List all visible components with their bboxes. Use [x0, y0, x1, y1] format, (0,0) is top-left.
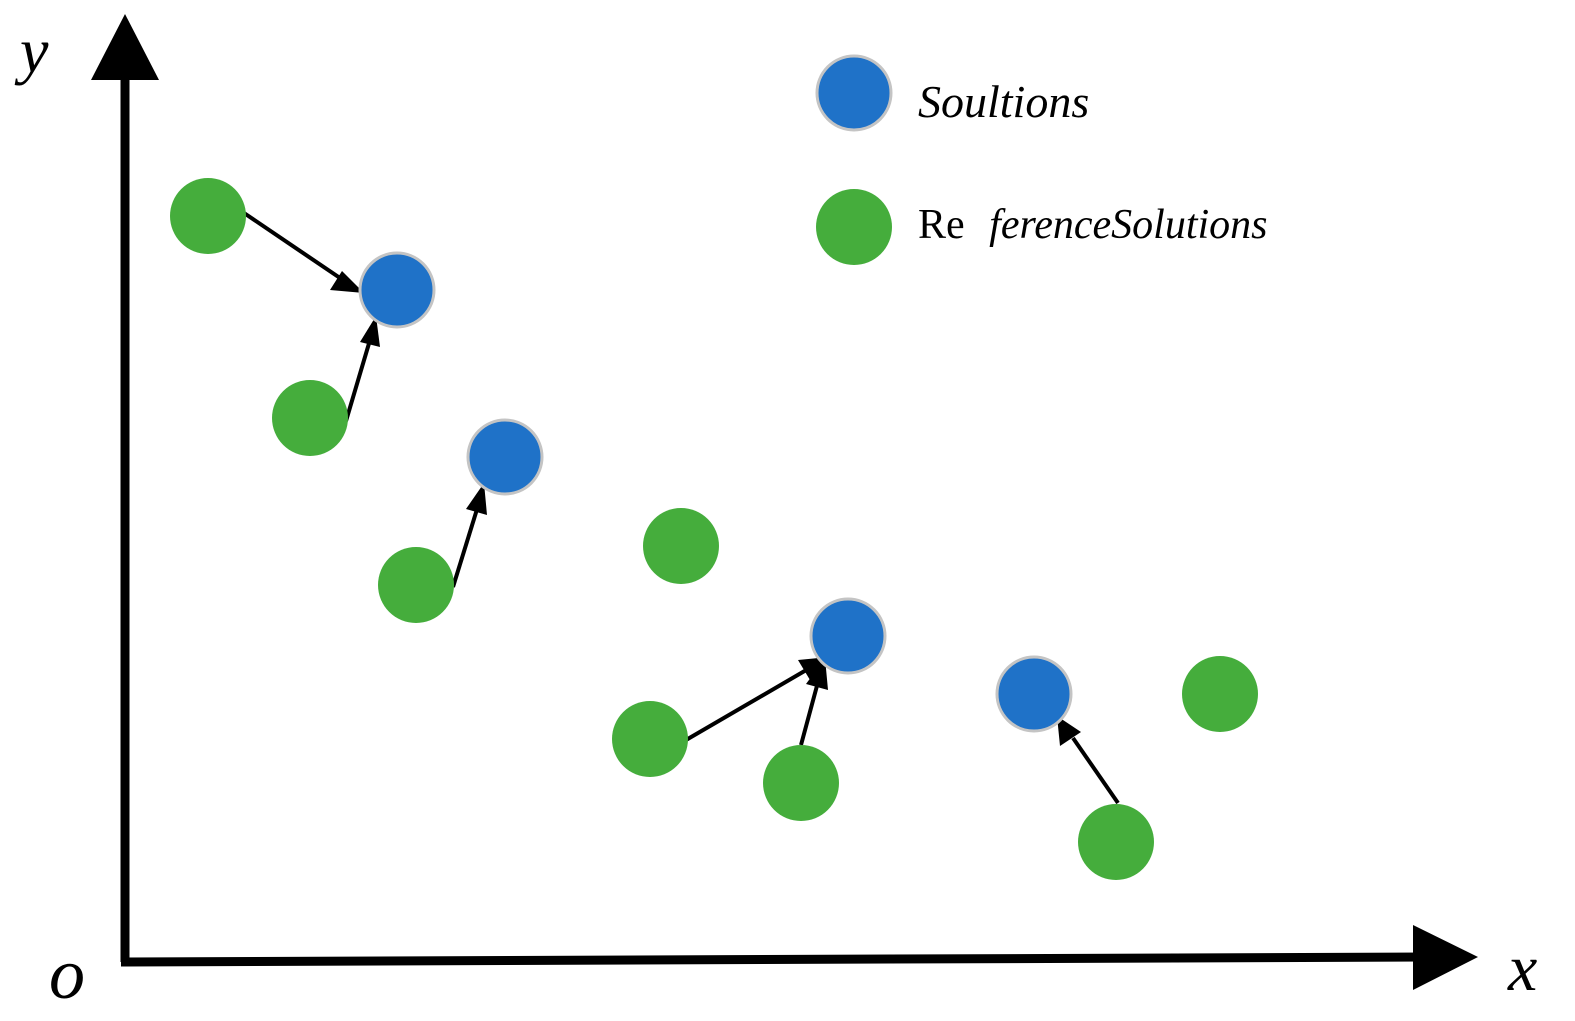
- legend-reference-swatch: [816, 189, 892, 265]
- reference-solution-point: [1078, 804, 1154, 880]
- x-axis-line: [120, 952, 1426, 967]
- arrow-ref3-to-sol2: [451, 483, 487, 588]
- reference-solution-point: [170, 178, 246, 254]
- legend-reference-label: Re ferenceSolutions: [918, 202, 1268, 248]
- solution-point: [809, 597, 887, 675]
- arrow-ref1-to-sol1: [242, 211, 364, 293]
- y-axis-arrowhead: [91, 14, 159, 80]
- solution-points: [358, 251, 1073, 733]
- arrows: [242, 211, 1120, 805]
- legend-reference-prefix: Re: [918, 202, 965, 248]
- reference-solution-point: [1182, 656, 1258, 732]
- reference-solution-point: [643, 508, 719, 584]
- arrow-ref2-to-sol1: [344, 316, 380, 422]
- reference-solution-point: [378, 547, 454, 623]
- legend-reference-suffix: ferenceSolutions: [989, 202, 1267, 248]
- reference-solution-point: [763, 745, 839, 821]
- solution-point: [466, 418, 544, 496]
- reference-solution-point: [612, 701, 688, 777]
- x-axis-label: x: [1507, 932, 1537, 1005]
- reference-solution-point: [272, 380, 348, 456]
- legend-solution-swatch: [815, 54, 893, 132]
- reference-solution-points: [170, 178, 1258, 880]
- x-axis-arrowhead: [1413, 925, 1478, 990]
- origin-label: o: [49, 934, 85, 1014]
- axes: [91, 14, 1478, 990]
- y-axis-label: y: [14, 15, 49, 86]
- solution-point: [358, 251, 436, 329]
- solution-point: [995, 655, 1073, 733]
- legend-solution-label: Soultions: [918, 76, 1089, 127]
- arrow-ref7-to-sol4: [1057, 716, 1120, 805]
- arrow-ref6-to-sol3: [799, 658, 828, 746]
- legend: Soultions Re ferenceSolutions: [815, 54, 1268, 265]
